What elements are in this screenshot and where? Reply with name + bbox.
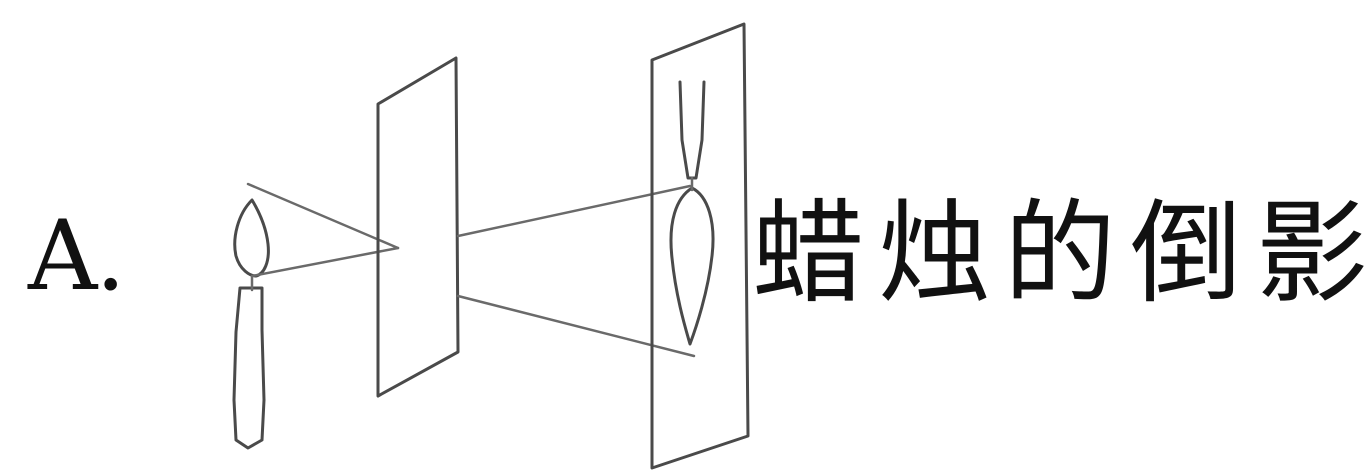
candle-body [232,286,266,450]
caption: 蜡烛的倒影 [752,189,1368,319]
pinhole-board [376,56,460,398]
inverted-flame [669,186,715,346]
ray-to-screen-bottom [456,294,696,358]
screen-board [650,22,750,470]
inverted-candle-body [678,80,706,180]
option-label: A. [28,200,126,312]
ray-to-screen-top [456,184,692,238]
candle-flame [233,198,270,278]
ray-top-to-pinhole [246,182,400,250]
ray-bottom-to-pinhole [250,246,400,278]
